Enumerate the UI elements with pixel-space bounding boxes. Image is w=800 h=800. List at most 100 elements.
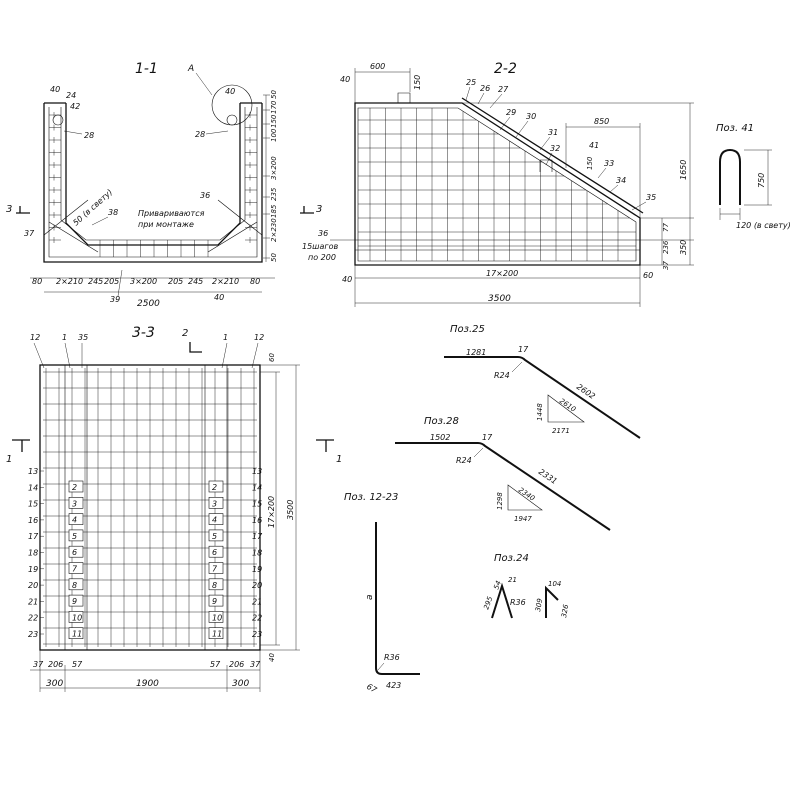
plan-dim-37-right: 37	[250, 660, 261, 669]
section-mark-1-left: 1	[6, 454, 12, 465]
mark-38: 38	[108, 208, 118, 217]
wall-rebar-mark	[53, 212, 251, 218]
poz-28-1947: 1947	[514, 515, 532, 523]
top-mark-leaders	[33, 342, 259, 369]
left-mark: 21	[28, 597, 38, 606]
section-mark-3-right: 3	[316, 204, 322, 215]
plan-dim-3500: 3500	[286, 500, 295, 520]
bottom-dimension-lines-s22	[354, 265, 641, 307]
section-arrow-3-right	[300, 206, 314, 214]
poz-41-750: 750	[757, 173, 766, 188]
poz-12-23-r36: R36	[384, 653, 400, 662]
wall-rebar-mark	[53, 174, 251, 181]
dim-600-label: 600	[370, 62, 385, 71]
right-mark: 15	[252, 500, 262, 509]
dim-37-label: 37	[662, 261, 670, 270]
inner-mark-box	[68, 480, 84, 493]
inner-mark-box	[208, 578, 224, 591]
inner-mark-left: 3	[72, 499, 77, 508]
plan-outline	[39, 364, 261, 651]
wall-rebar-mark	[53, 199, 251, 206]
right-mark: 23	[252, 630, 262, 639]
inner-mark-box	[68, 496, 84, 509]
left-mark: 22	[28, 614, 38, 623]
section-1-1-title: 1-1	[135, 61, 158, 77]
callout-leader	[195, 72, 213, 96]
poz-24-detail: Поз.24 295 54 21 R36 309 104 326	[482, 553, 570, 618]
poz-24-hook	[491, 582, 513, 619]
mark-36-s22: 36	[318, 229, 328, 238]
mark-35: 35	[646, 193, 656, 202]
inner-mark-right: 7	[212, 565, 218, 574]
right-mark: 21	[252, 597, 262, 606]
mark-40-bottom: 40	[214, 293, 224, 302]
poz-25-title: Поз.25	[450, 324, 485, 335]
poz-28-r-leader	[473, 447, 484, 458]
poz-41-light: 120 (в свету)	[736, 221, 791, 230]
right-wall-strip	[204, 364, 228, 651]
dim-40-label: 40	[340, 75, 350, 84]
mark-40-left: 40	[50, 85, 60, 94]
inner-mark-box	[208, 611, 224, 623]
wall-rebar-mark	[53, 187, 251, 193]
inner-mark-left: 11	[72, 630, 82, 639]
right-dim-label: 185	[270, 204, 278, 218]
poz-28-bar	[395, 442, 611, 531]
poz-25-triangle	[547, 394, 585, 423]
poz-28-triangle	[507, 484, 543, 511]
right-dim-label: 150	[270, 114, 278, 128]
poz-24-326: 326	[560, 603, 570, 618]
poz-12-23-a: a	[365, 594, 375, 600]
right-dim-label: 50	[270, 253, 278, 262]
total-width-2500: 2500	[137, 299, 160, 309]
poz-25-r-leader	[511, 361, 523, 373]
poz-28-17: 17	[482, 433, 493, 442]
mark-40-right: 40	[225, 87, 235, 96]
inner-mark-left: 4	[72, 516, 77, 525]
inner-mark-box	[208, 562, 224, 574]
inner-mark-box	[68, 513, 84, 525]
steps-note-line1: 15шагов	[302, 242, 339, 251]
mark-26: 26	[480, 84, 490, 93]
poz-24-r36: R36	[510, 598, 526, 607]
left-mark: 20	[28, 581, 38, 590]
right-dimension-lines	[462, 102, 694, 266]
mark-36: 36	[200, 191, 210, 200]
inner-mark-left: 8	[72, 581, 77, 590]
plan-dim-57-left: 57	[72, 660, 83, 669]
wall-rebar-mark	[53, 112, 251, 118]
bottom-dim-label: 205	[168, 277, 183, 286]
right-mark: 19	[252, 565, 262, 574]
wall-rebar-mark	[53, 237, 251, 243]
inner-mark-box	[208, 594, 224, 607]
bottom-dim-label: 80	[32, 277, 42, 286]
left-mark: 18	[28, 549, 38, 558]
inner-mark-box	[68, 545, 84, 558]
poz-28-2340: 2340	[517, 486, 537, 503]
plan-dim-206-left: 206	[48, 660, 63, 669]
corner-bar-right	[226, 114, 238, 126]
dim-850	[565, 123, 641, 218]
plan-right-dims	[260, 364, 300, 651]
plan-bottom-dims	[30, 650, 261, 692]
section-2-2: 2-2 600 40 150 850 150 25 26 27 29 30 31…	[300, 61, 694, 307]
dim-236-label: 236	[662, 240, 670, 254]
poz-25-2171: 2171	[552, 427, 570, 435]
bottom-dim-label: 80	[250, 277, 260, 286]
bottom-dim-label: 245	[88, 277, 103, 286]
poz-25-2610: 2610	[558, 397, 578, 414]
mark-leaders	[63, 130, 229, 297]
left-mark: 19	[28, 565, 38, 574]
wall-rebar-mark	[53, 149, 251, 156]
weld-note-line1: Привариваются	[138, 209, 205, 218]
right-dim-label: 2×230	[270, 218, 278, 242]
dim-150b-label: 150	[586, 156, 594, 170]
mark-37: 37	[24, 229, 35, 238]
section-arrow-1-left	[12, 439, 30, 452]
mark-25: 25	[466, 78, 476, 87]
bottom-dim-label: 2×210	[212, 277, 239, 286]
callout-a-label: A	[187, 64, 194, 74]
